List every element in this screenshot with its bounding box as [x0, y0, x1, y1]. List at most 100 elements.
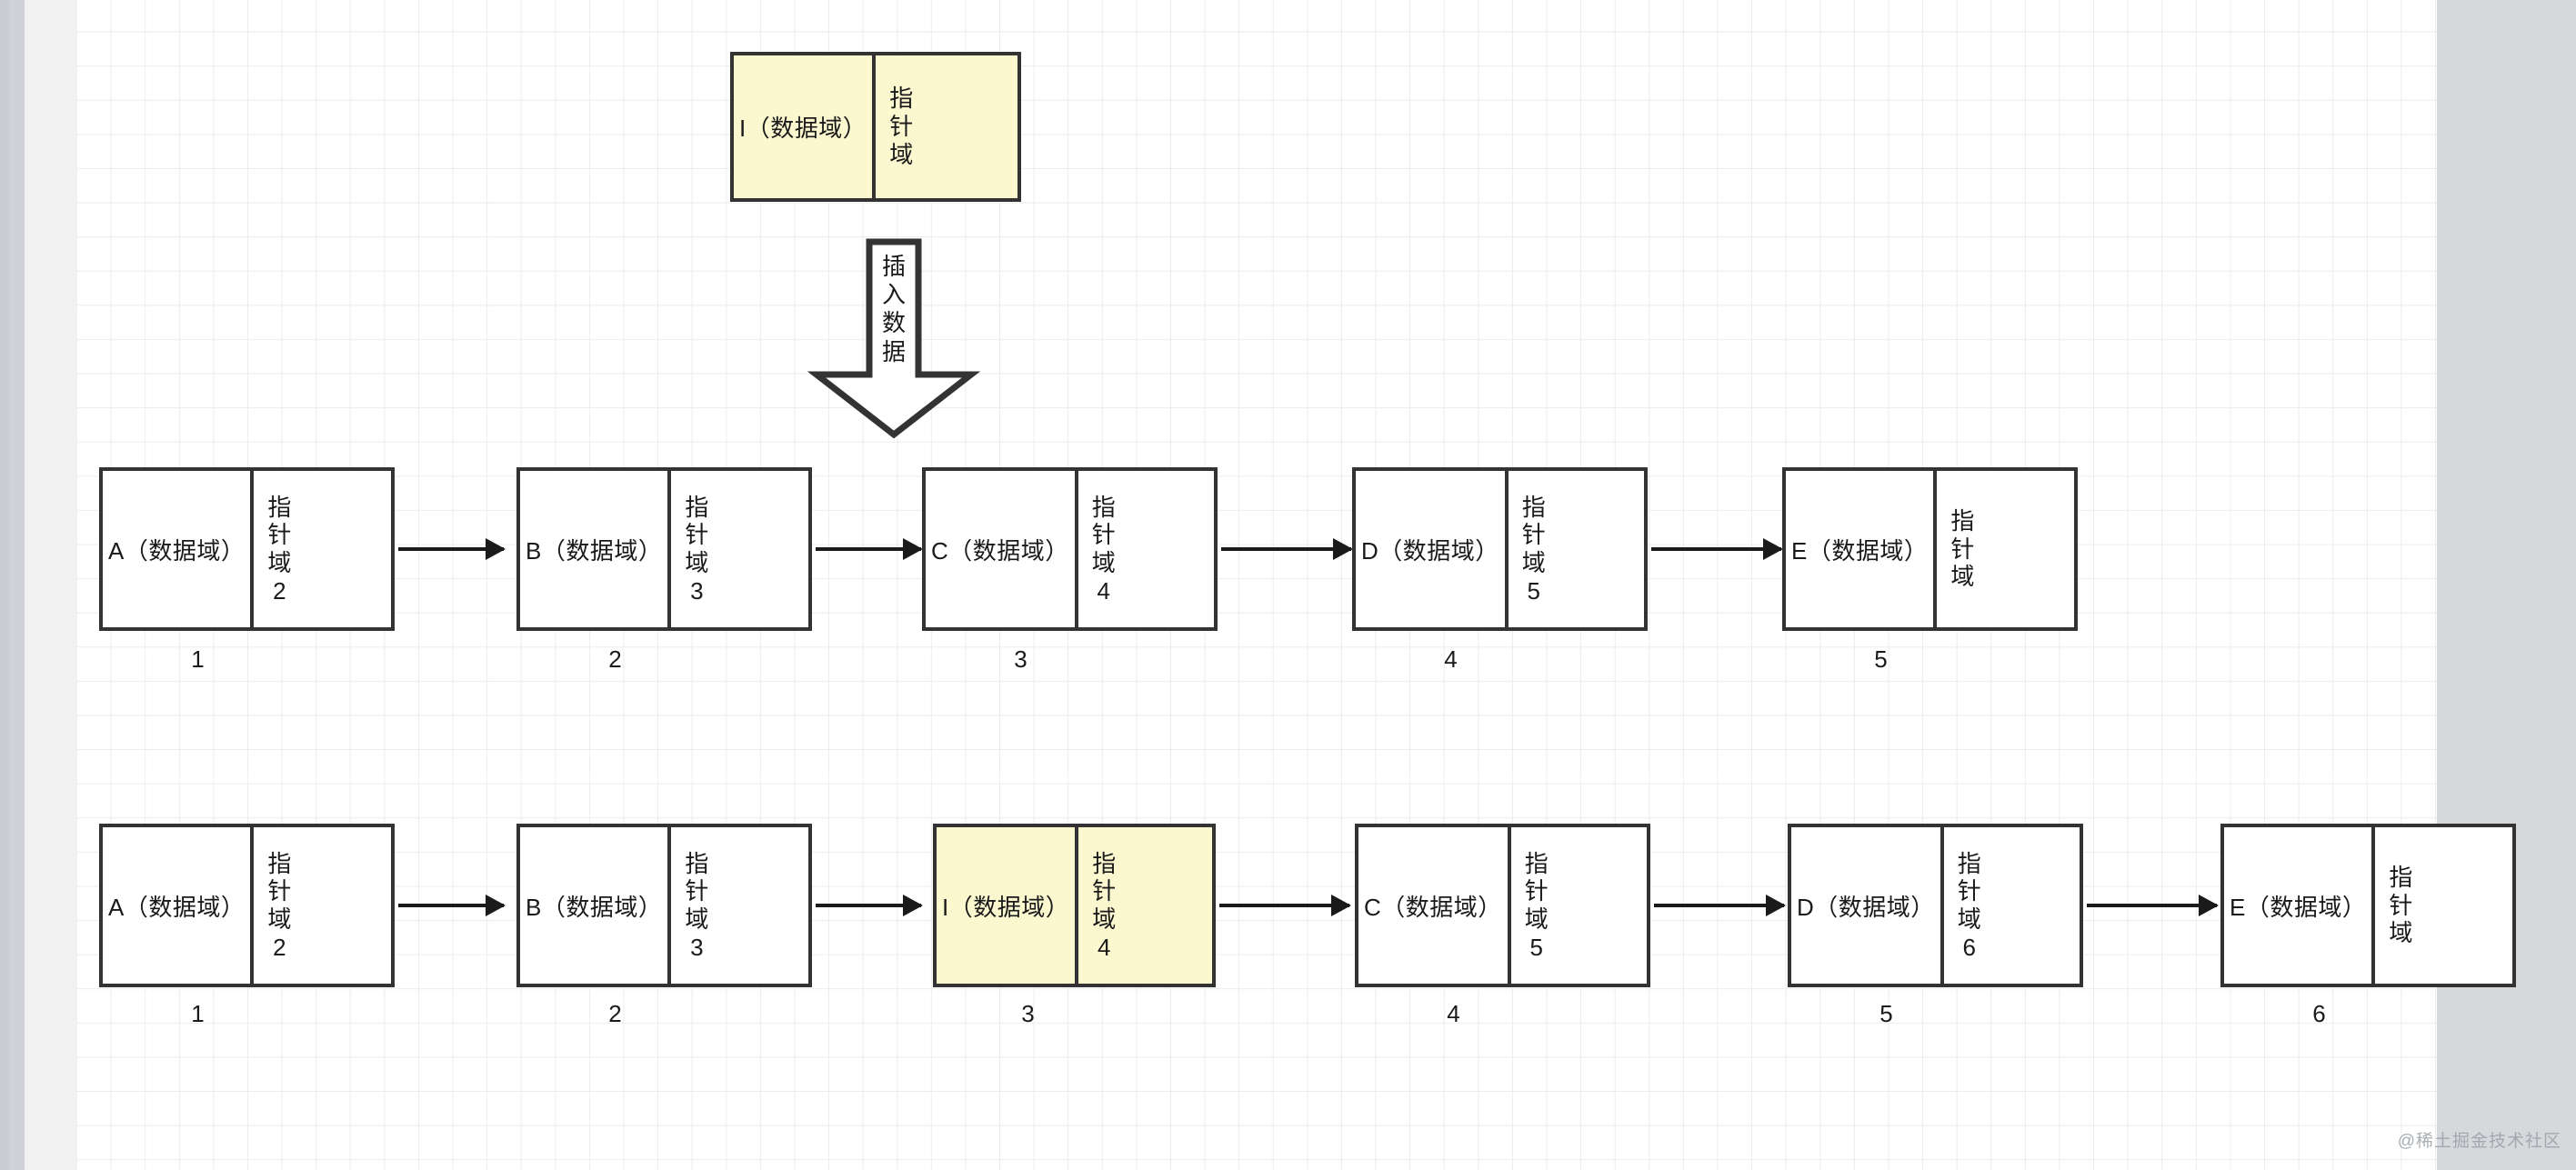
pointer-char-2: 域 — [1091, 549, 1116, 576]
pointer-char-2: 域 — [267, 549, 292, 576]
pointer-char-2: 域 — [1521, 549, 1546, 576]
insert-label-char-0: 插 — [881, 253, 906, 280]
row1-node-C-pointer-field: 指 针 域 4 — [1078, 471, 1129, 627]
window-left-rail — [0, 0, 9, 1170]
row2-arrow-D-to-E — [2087, 895, 2219, 916]
row1-arrow-C-to-D — [1221, 538, 1353, 560]
pointer-char-1: 针 — [1092, 877, 1117, 905]
pointer-char-2: 域 — [685, 549, 709, 576]
row2-node-E-index: 6 — [2312, 1000, 2326, 1027]
new-node-I-field-divider — [872, 55, 877, 198]
pointer-char-0: 指 — [685, 849, 709, 877]
pointer-char-1: 针 — [685, 521, 709, 549]
pointer-char-2: 域 — [889, 140, 914, 168]
pointer-char-0: 指 — [2389, 863, 2413, 891]
pointer-char-0: 指 — [1957, 849, 1981, 877]
row2-node-I-index: 3 — [1021, 1000, 1035, 1027]
pointer-char-1: 针 — [1957, 877, 1981, 905]
row2-node-B-field-divider — [667, 827, 672, 984]
row2-node-B-index: 2 — [608, 1000, 622, 1027]
pointer-char-0: 指 — [1092, 849, 1117, 877]
pointer-char-1: 针 — [685, 877, 709, 905]
pointer-char-2: 域 — [1092, 905, 1117, 933]
pointer-char-0: 指 — [267, 493, 292, 521]
pointer-value: 2 — [273, 576, 286, 605]
insert-data-arrow-shape — [807, 238, 980, 439]
pointer-char-1: 针 — [267, 877, 292, 905]
row2-node-C[interactable]: C（数据域） 指 针 域 5 — [1355, 824, 1650, 987]
row2-node-D-data-field: D（数据域） — [1797, 893, 1935, 921]
pointer-char-1: 针 — [1091, 521, 1116, 549]
row1-node-E-index: 5 — [1874, 645, 1888, 673]
row1-node-A-index: 1 — [191, 645, 205, 673]
watermark: @稀土掘金技术社区 — [2397, 1132, 2561, 1151]
insert-label-char-1: 入 — [881, 281, 906, 309]
pointer-char-0: 指 — [1521, 493, 1546, 521]
new-node-I-data-field: I（数据域） — [739, 115, 867, 142]
grid-canvas[interactable] — [77, 0, 2437, 1170]
row1-node-E-data-field: E（数据域） — [1791, 536, 1929, 565]
new-node-I[interactable]: I（数据域） 指 针 域 — [730, 52, 1021, 202]
pointer-value: 6 — [1962, 933, 1977, 961]
row1-node-B-field-divider — [667, 471, 672, 627]
pointer-char-1: 针 — [267, 521, 292, 549]
row2-node-D[interactable]: D（数据域） 指 针 域 6 — [1788, 824, 2083, 987]
pointer-char-2: 域 — [1950, 563, 1975, 591]
pointer-char-1: 针 — [1521, 521, 1546, 549]
row2-node-A-pointer-field: 指 针 域 2 — [254, 827, 305, 984]
row2-node-D-index: 5 — [1879, 1000, 1893, 1027]
pointer-char-0: 指 — [267, 849, 292, 877]
row1-node-B-index: 2 — [608, 645, 622, 673]
row2-node-C-pointer-field: 指 针 域 5 — [1511, 827, 1562, 984]
pointer-char-0: 指 — [1950, 506, 1975, 535]
row1-node-E[interactable]: E（数据域） 指 针 域 — [1782, 467, 2078, 631]
pointer-char-1: 针 — [1524, 877, 1549, 905]
row1-node-E-field-divider — [1933, 471, 1938, 627]
row2-node-I-pointer-field: 指 针 域 4 — [1078, 827, 1129, 984]
canvas-left-gutter — [25, 0, 77, 1170]
row2-node-A[interactable]: A（数据域） 指 针 域 2 — [99, 824, 395, 987]
row1-node-B-pointer-field: 指 针 域 3 — [671, 471, 722, 627]
row1-node-A[interactable]: A（数据域） 指 针 域 2 — [99, 467, 395, 631]
row1-node-C[interactable]: C（数据域） 指 针 域 4 — [922, 467, 1218, 631]
pointer-char-1: 针 — [889, 113, 914, 141]
row1-node-B-data-field: B（数据域） — [526, 536, 663, 565]
row2-node-E-field-divider — [2371, 827, 2376, 984]
insert-data-arrow: 插 入 数 据 — [807, 238, 980, 440]
row1-node-B[interactable]: B（数据域） 指 针 域 3 — [516, 467, 812, 631]
row2-node-C-index: 4 — [1447, 1000, 1460, 1027]
pointer-char-0: 指 — [685, 493, 709, 521]
row2-node-E[interactable]: E（数据域） 指 针 域 — [2220, 824, 2516, 987]
window-left-rail-shade — [9, 0, 25, 1170]
row2-node-A-field-divider — [250, 827, 255, 984]
row2-node-D-field-divider — [1940, 827, 1944, 984]
row1-node-D-pointer-field: 指 针 域 5 — [1509, 471, 1559, 627]
row1-node-D[interactable]: D（数据域） 指 针 域 5 — [1352, 467, 1648, 631]
pointer-char-2: 域 — [267, 905, 292, 933]
row1-arrow-B-to-C — [816, 538, 923, 560]
pointer-char-1: 针 — [1950, 535, 1975, 563]
pointer-char-0: 指 — [1524, 849, 1549, 877]
pointer-value: 3 — [690, 576, 704, 605]
row1-node-C-index: 3 — [1014, 645, 1027, 673]
new-node-I-pointer-field: 指 针 域 — [876, 55, 927, 198]
pointer-value: 5 — [1529, 933, 1544, 961]
row2-node-C-field-divider — [1507, 827, 1511, 984]
row2-node-A-data-field: A（数据域） — [108, 893, 246, 921]
row1-node-A-pointer-field: 指 针 域 2 — [254, 471, 305, 627]
pointer-char-2: 域 — [685, 905, 709, 933]
pointer-char-2: 域 — [1957, 905, 1981, 933]
row1-arrow-A-to-B — [398, 538, 506, 560]
row2-node-C-data-field: C（数据域） — [1364, 893, 1502, 921]
row1-node-C-field-divider — [1074, 471, 1078, 627]
pointer-char-2: 域 — [2389, 919, 2413, 947]
insert-label-char-2: 数 — [881, 309, 906, 337]
insert-label-char-3: 据 — [881, 337, 906, 365]
row2-arrow-A-to-B — [398, 895, 506, 916]
row2-node-B[interactable]: B（数据域） 指 针 域 3 — [516, 824, 812, 987]
row2-node-I[interactable]: I（数据域） 指 针 域 4 — [933, 824, 1216, 987]
pointer-char-0: 指 — [889, 85, 914, 113]
pointer-char-2: 域 — [1524, 905, 1549, 933]
row2-node-B-data-field: B（数据域） — [526, 893, 663, 921]
